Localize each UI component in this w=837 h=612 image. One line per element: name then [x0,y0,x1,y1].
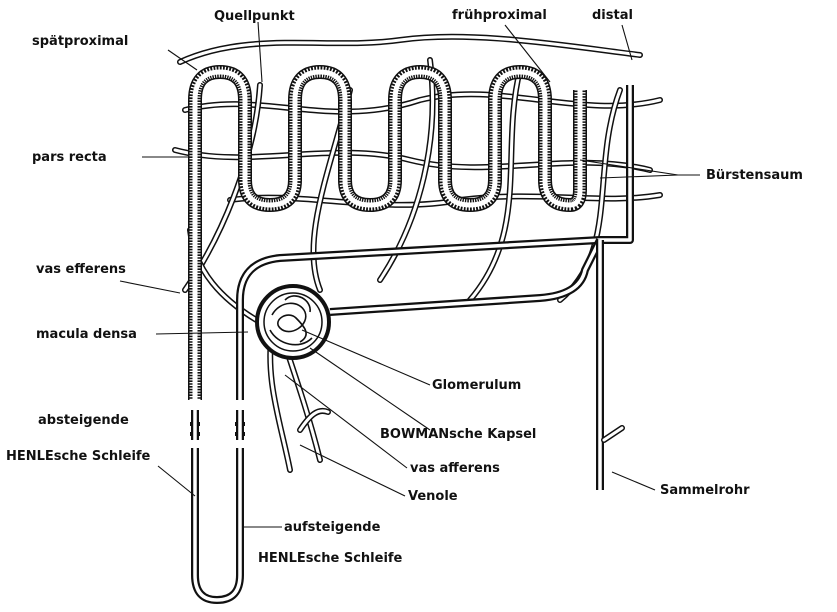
labels: Quellpunkt frühproximal distal spätproxi… [6,8,803,566]
collecting-duct [600,240,622,490]
label-aufsteigende: aufsteigende [284,520,381,535]
label-sammelrohr: Sammelrohr [660,483,750,498]
label-buerstensaum: Bürstensaum [706,168,803,183]
henle-loop [190,410,245,600]
label-henle-descending: HENLEsche Schleife [6,449,151,464]
label-distal: distal [592,8,633,23]
label-spaetproximal: spätproximal [32,34,128,49]
label-vas-afferens: vas afferens [410,461,500,476]
label-absteigende: absteigende [38,413,129,428]
label-venole: Venole [408,489,458,504]
label-quellpunkt: Quellpunkt [214,9,295,24]
label-glomerulum: Glomerulum [432,378,521,393]
label-macula-densa: macula densa [36,327,137,342]
label-bowman-kapsel: BOWMANsche Kapsel [380,427,536,442]
glomerulum [257,286,329,358]
label-vas-efferens: vas efferens [36,262,126,277]
label-fruehproximal: frühproximal [452,8,547,23]
label-henle-ascending: HENLEsche Schleife [258,551,403,566]
label-pars-recta: pars recta [32,150,107,165]
